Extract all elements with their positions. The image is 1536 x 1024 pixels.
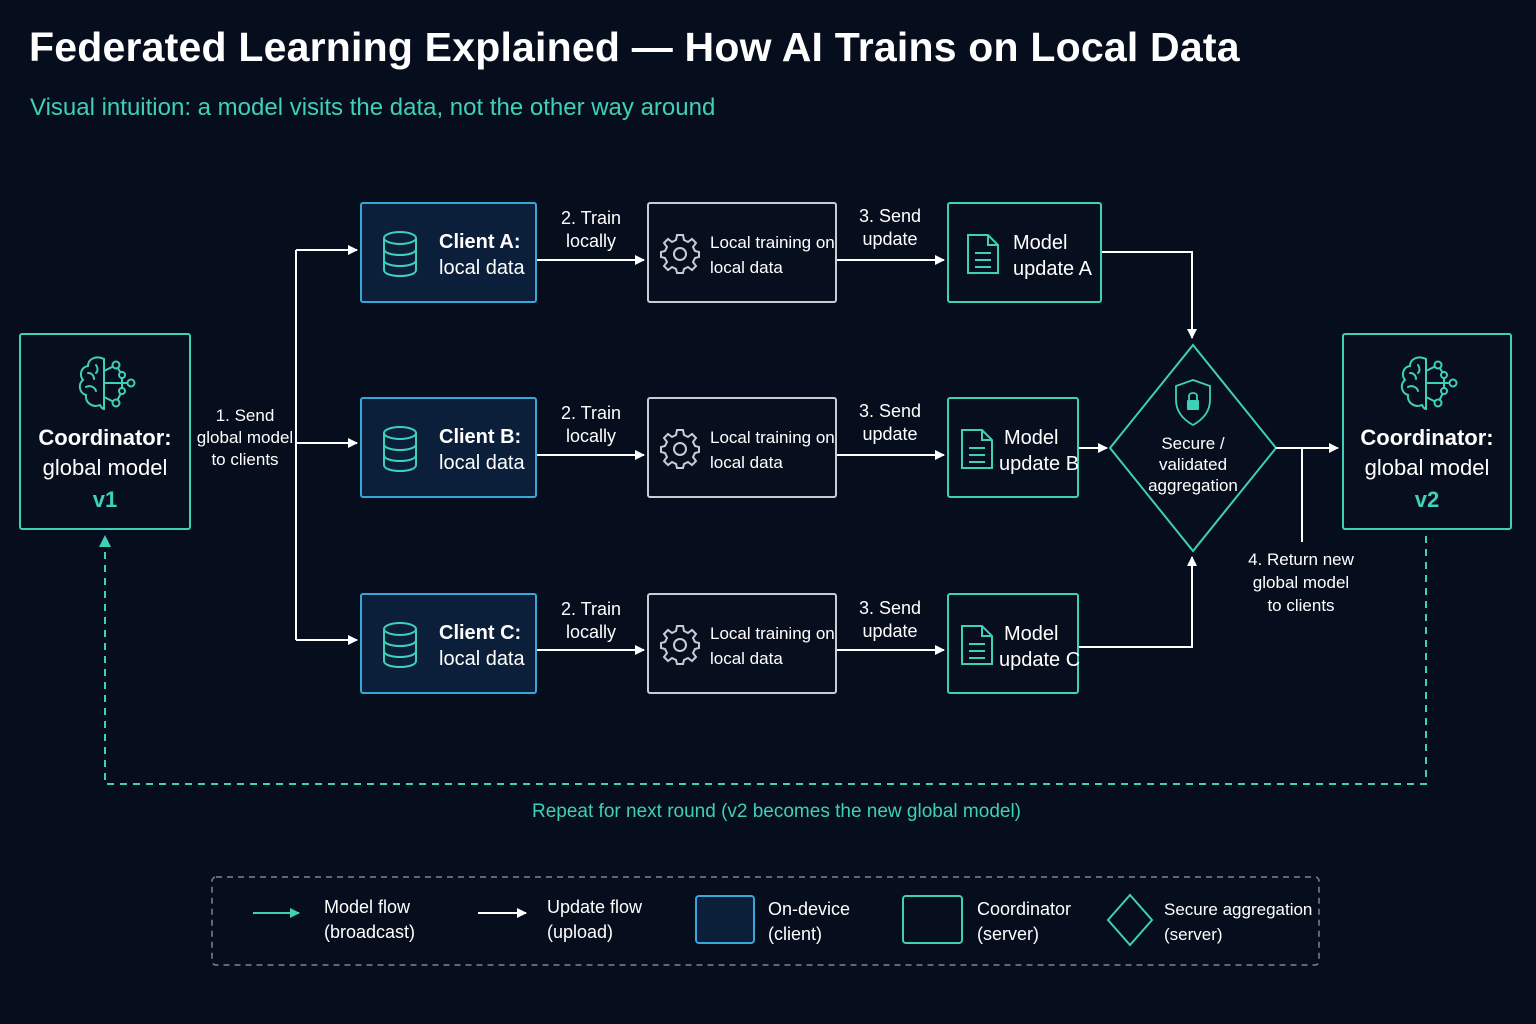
training-b-line1: Local training on [710,428,835,447]
coordinator-v2-box: Coordinator: global model v2 [1342,333,1512,530]
send-update-label-c: 3. Send update [858,598,922,641]
local-training-a-box: Local training on local data [647,202,837,303]
training-c-line1: Local training on [710,624,835,643]
update-a-line1: Model [1013,232,1068,254]
send-update-label-a: 3. Send update [858,206,922,249]
broadcast-connector [295,245,358,645]
shield-lock-icon [1175,379,1211,427]
coordinator-v1-title: Coordinator: [38,425,172,450]
coordinator-v2-version: v2 [1414,487,1440,512]
legend-model-flow: Model flow (broadcast) [324,897,416,942]
local-training-c-box: Local training on local data [647,593,837,694]
train-locally-label-b: 2. Train locally [560,403,622,446]
database-icon [383,622,417,668]
brain-network-icon [1400,356,1458,411]
client-c-box: Client C: local data [360,593,537,694]
document-icon [967,234,999,274]
training-a-line2: local data [710,258,783,277]
aggregation-label: Secure / validated aggregation [1148,434,1238,495]
client-b-title: Client B: [439,426,522,448]
legend-coordinator: Coordinator (server) [977,899,1072,944]
model-update-b-box: Model update B [947,397,1079,498]
repeat-round-label: Repeat for next round (v2 becomes the ne… [532,801,1021,822]
legend-coordinator-swatch [902,895,963,944]
client-a-box: Client A: local data [360,202,537,303]
legend-aggregation-swatch [1106,893,1154,947]
client-c-subtitle: local data [439,648,525,670]
coordinator-v1-box: Coordinator: global model v1 [19,333,191,530]
client-a-title: Client A: [439,231,521,253]
train-locally-label-c: 2. Train locally [560,599,622,642]
train-arrows [537,255,645,655]
train-locally-label-a: 2. Train locally [560,208,622,251]
gear-icon [660,625,700,665]
client-b-box: Client B: local data [360,397,537,498]
update-b-line1: Model [1004,427,1059,449]
coordinator-v2-title: Coordinator: [1360,425,1494,450]
client-a-subtitle: local data [439,257,525,279]
training-b-line2: local data [710,453,783,472]
coordinator-v1-subtitle: global model [42,455,168,480]
training-a-line1: Local training on [710,233,835,252]
database-icon [383,426,417,472]
aggregation-input-arrows [1079,251,1197,648]
database-icon [383,231,417,277]
send-update-arrows [837,255,945,655]
return-connector [1276,443,1339,542]
page-subtitle: Visual intuition: a model visits the dat… [30,94,716,121]
coordinator-v2-subtitle: global model [1364,455,1490,480]
gear-icon [660,234,700,274]
legend-on-device: On-device (client) [768,899,851,944]
brain-network-icon [78,356,136,411]
aggregation-diamond [1108,343,1278,553]
client-b-subtitle: local data [439,452,525,474]
return-global-model-label: 4. Return new global model to clients [1248,550,1354,615]
coordinator-v1-version: v1 [92,487,118,512]
legend-client-swatch [695,895,755,944]
training-c-line2: local data [710,649,783,668]
model-update-c-box: Model update C [947,593,1081,694]
document-icon [961,429,993,469]
legend-update-flow: Update flow (upload) [547,897,643,942]
update-c-line1: Model [1004,623,1059,645]
repeat-arrowhead [99,535,111,547]
send-global-model-label: 1. Send global model to clients [196,406,294,469]
client-c-title: Client C: [439,622,522,644]
local-training-b-box: Local training on local data [647,397,837,498]
update-c-line2: update C [999,649,1081,671]
repeat-loop [104,536,1427,785]
update-b-line2: update B [999,453,1080,475]
legend-frame [211,876,1320,966]
update-a-line2: update A [1013,258,1092,280]
page-title: Federated Learning Explained — How AI Tr… [29,24,1240,70]
send-update-label-b: 3. Send update [858,401,922,444]
model-update-a-box: Model update A [947,202,1102,303]
document-icon [961,625,993,665]
gear-icon [660,429,700,469]
legend-secure-aggregation: Secure aggregation (server) [1164,900,1313,944]
